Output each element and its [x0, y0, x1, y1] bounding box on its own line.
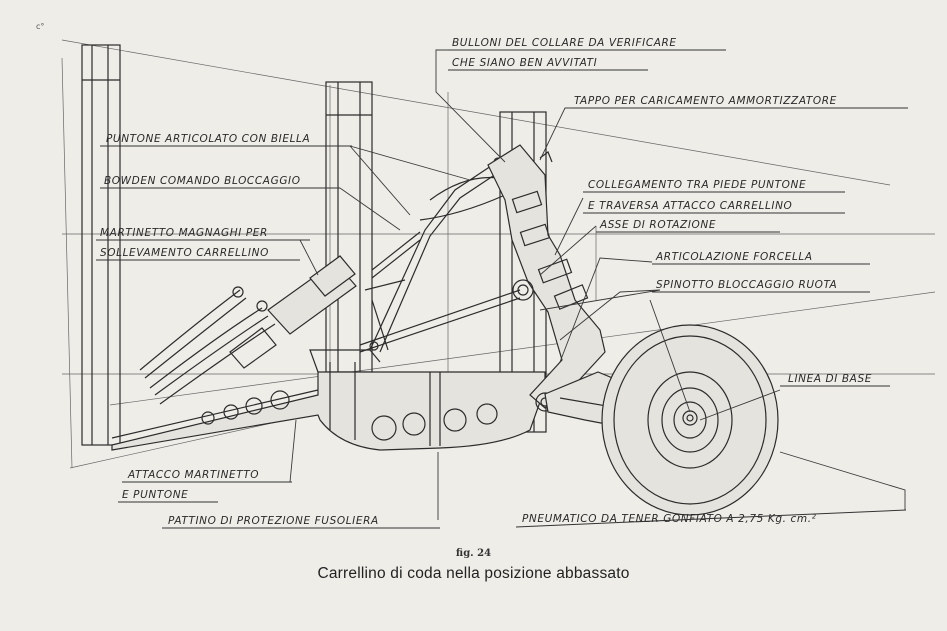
label-spinotto: SPINOTTO BLOCCAGGIO RUOTA [656, 279, 837, 291]
label-martinetto-2: SOLLEVAMENTO CARRELLINO [100, 247, 269, 259]
label-articolazione: ARTICOLAZIONE FORCELLA [655, 251, 813, 263]
label-pattino: PATTINO DI PROTEZIONE FUSOLIERA [168, 515, 379, 527]
tail-wheel [601, 324, 779, 516]
label-bulloni-1: BULLONI DEL COLLARE DA VERIFICARE [452, 37, 677, 49]
callout-labels: BULLONI DEL COLLARE DA VERIFICARE CHE SI… [96, 37, 908, 529]
label-martinetto-1: MARTINETTO MAGNAGHI PER [100, 227, 268, 239]
label-collegamento-2: E TRAVERSA ATTACCO CARRELLINO [588, 200, 792, 212]
figure-title: Carrellino di coda nella posizione abbas… [317, 565, 630, 582]
hydraulic-jack [139, 255, 357, 405]
label-pneumatico: PNEUMATICO DA TENER GONFIATO A 2,75 Kg. … [522, 513, 817, 525]
label-tappo: TAPPO PER CARICAMENTO AMMORTIZZATORE [574, 95, 837, 107]
label-attacco-2: E PUNTONE [122, 489, 188, 501]
label-asse: ASSE DI ROTAZIONE [599, 219, 716, 231]
label-attacco-1: ATTACCO MARTINETTO [127, 469, 259, 481]
corner-mark: c° [36, 22, 45, 31]
label-puntone: PUNTONE ARTICOLATO CON BIELLA [106, 133, 310, 145]
strut-linkage [359, 157, 521, 353]
leader-lines [289, 49, 906, 520]
figure-number: fig. 24 [455, 548, 492, 559]
figure-caption: fig. 24 Carrellino di coda nella posizio… [0, 548, 947, 583]
label-bulloni-2: CHE SIANO BEN AVVITATI [452, 57, 597, 69]
label-bowden: BOWDEN COMANDO BLOCCAGGIO [104, 175, 301, 187]
lower-beam [111, 349, 546, 451]
label-collegamento-1: COLLEGAMENTO TRA PIEDE PUNTONE [588, 179, 806, 191]
label-linea-base: LINEA DI BASE [788, 373, 872, 385]
